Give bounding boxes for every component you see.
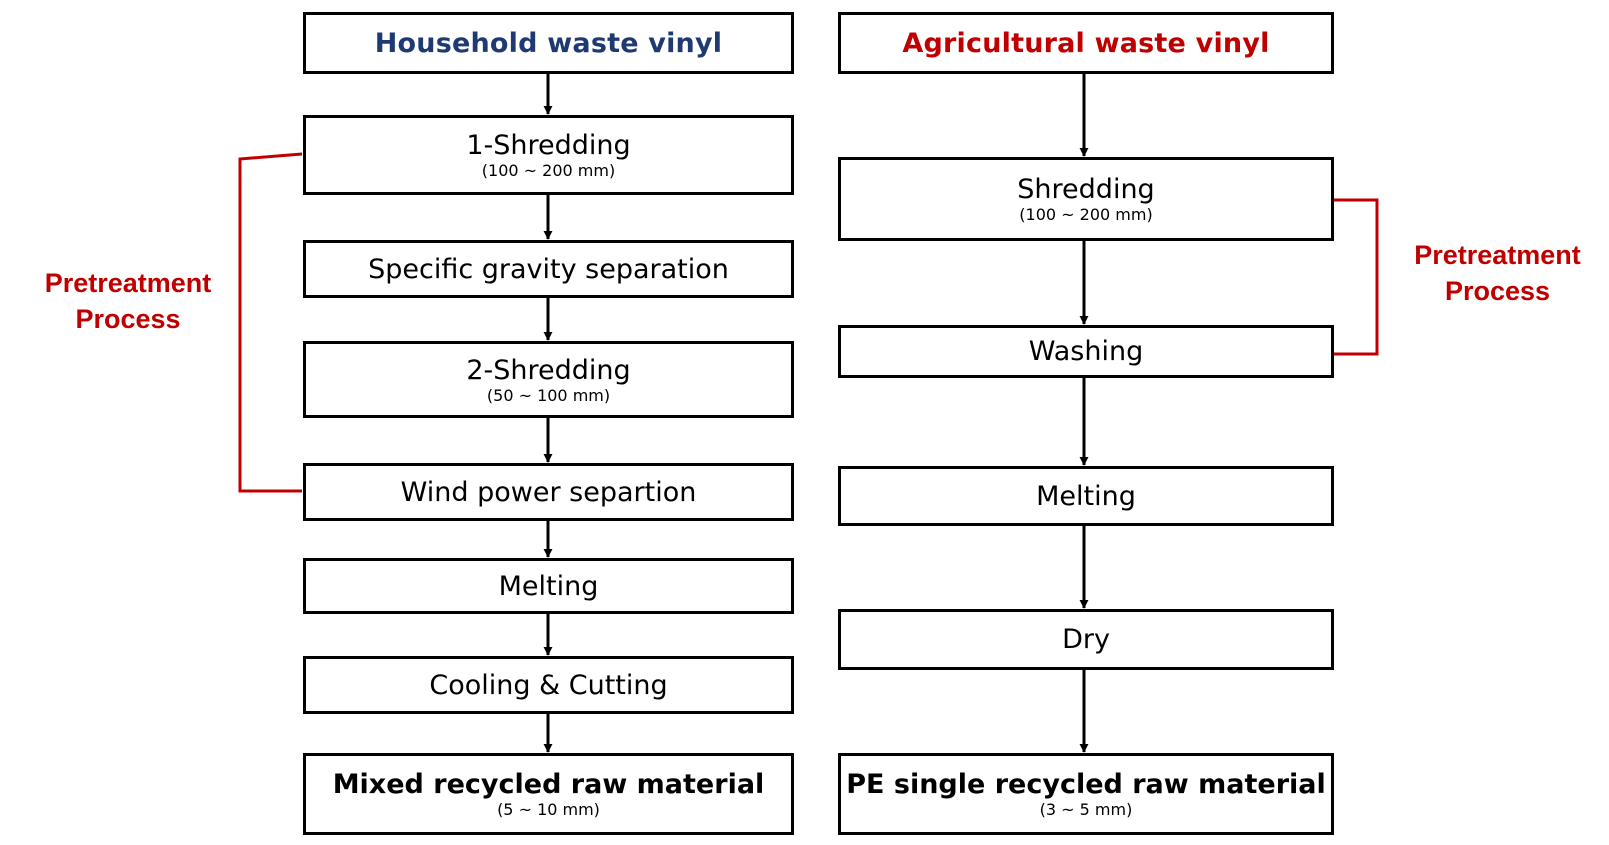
right-step-washing: Washing bbox=[838, 325, 1334, 378]
left-result-mixed-recycled: Mixed recycled raw material (5 ~ 10 mm) bbox=[303, 753, 794, 835]
left-step-cooling-cutting-label: Cooling & Cutting bbox=[429, 669, 668, 701]
left-step-shredding-2-label: 2-Shredding bbox=[466, 354, 631, 386]
left-step-shredding-1-label: 1-Shredding bbox=[466, 130, 631, 161]
left-step-shredding-2-detail: (50 ~ 100 mm) bbox=[486, 385, 611, 405]
right-step-shredding-label: Shredding bbox=[1017, 174, 1155, 205]
household-title: Household waste vinyl bbox=[374, 27, 723, 59]
pretreatment-label-left: Pretreatment Process bbox=[18, 265, 238, 337]
left-step-specific-gravity-separation-label: Specific gravity separation bbox=[368, 253, 729, 285]
left-result-detail: (5 ~ 10 mm) bbox=[497, 800, 600, 819]
right-step-melting-label: Melting bbox=[1036, 480, 1136, 512]
left-step-specific-gravity-separation: Specific gravity separation bbox=[303, 240, 794, 298]
household-title-box: Household waste vinyl bbox=[303, 12, 794, 74]
pretreatment-bracket-right bbox=[1333, 198, 1379, 356]
right-step-shredding-detail: (100 ~ 200 mm) bbox=[1019, 205, 1153, 224]
agricultural-title: Agricultural waste vinyl bbox=[902, 27, 1270, 59]
left-step-melting: Melting bbox=[303, 558, 794, 614]
pretreatment-label-left-line2: Process bbox=[75, 304, 181, 334]
right-step-washing-label: Washing bbox=[1028, 336, 1144, 367]
left-step-wind-power-separation-label: Wind power separtion bbox=[400, 476, 697, 508]
left-step-cooling-cutting: Cooling & Cutting bbox=[303, 656, 794, 714]
right-result-label: PE single recycled raw material bbox=[846, 769, 1326, 800]
left-step-wind-power-separation: Wind power separtion bbox=[303, 463, 794, 521]
right-step-melting: Melting bbox=[838, 466, 1334, 526]
pretreatment-label-right-line1: Pretreatment bbox=[1414, 240, 1581, 270]
right-step-dry: Dry bbox=[838, 609, 1334, 670]
right-result-pe-single-recycled: PE single recycled raw material (3 ~ 5 m… bbox=[838, 753, 1334, 835]
pretreatment-label-right: Pretreatment Process bbox=[1390, 237, 1605, 309]
pretreatment-label-right-line2: Process bbox=[1444, 276, 1551, 306]
left-step-shredding-2: 2-Shredding (50 ~ 100 mm) bbox=[303, 341, 794, 418]
right-step-dry-label: Dry bbox=[1062, 624, 1110, 655]
pretreatment-bracket-left bbox=[238, 152, 303, 493]
left-result-label: Mixed recycled raw material bbox=[332, 769, 765, 800]
right-result-detail: (3 ~ 5 mm) bbox=[1039, 800, 1133, 819]
left-step-shredding-1: 1-Shredding (100 ~ 200 mm) bbox=[303, 115, 794, 195]
pretreatment-label-left-line1: Pretreatment bbox=[44, 268, 212, 298]
right-step-shredding: Shredding (100 ~ 200 mm) bbox=[838, 157, 1334, 241]
agricultural-title-box: Agricultural waste vinyl bbox=[838, 12, 1334, 74]
left-step-shredding-1-detail: (100 ~ 200 mm) bbox=[481, 161, 616, 180]
left-step-melting-label: Melting bbox=[498, 570, 599, 602]
